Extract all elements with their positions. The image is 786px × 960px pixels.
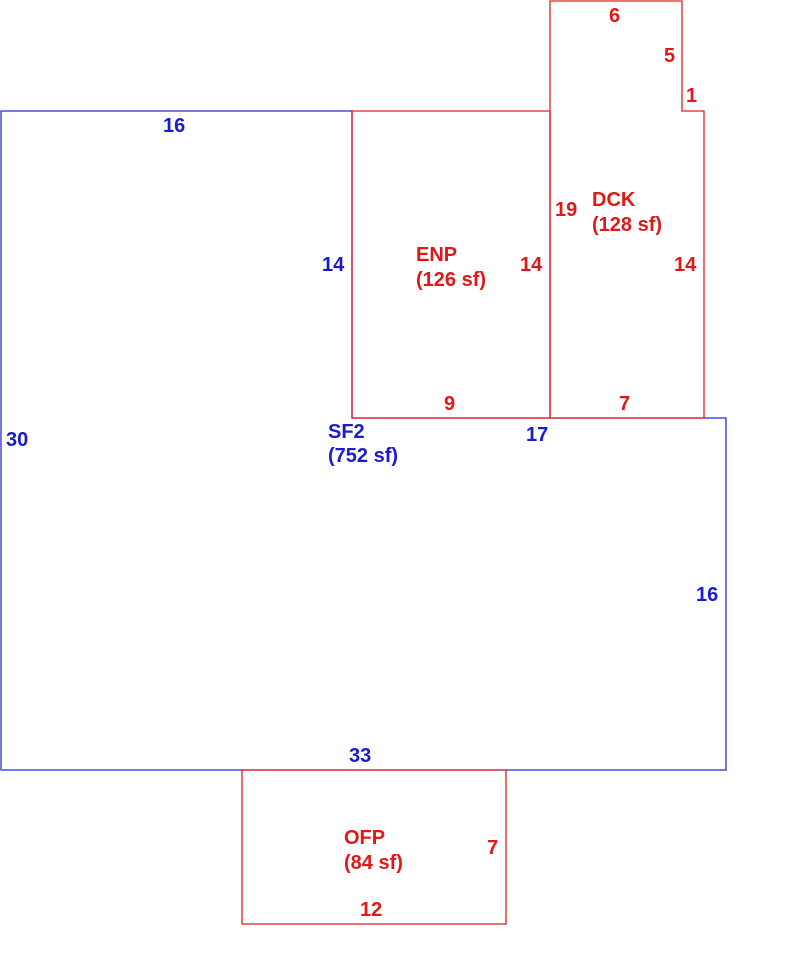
dim-sf2-step: 17 <box>526 424 548 446</box>
dim-dck-angled: 5 <box>664 45 675 67</box>
dim-sf2-left: 30 <box>6 429 28 451</box>
dim-ofp-bottom: 12 <box>360 899 382 921</box>
dim-dck-left: 19 <box>555 199 577 221</box>
dim-ofp-right: 7 <box>487 837 498 859</box>
ofp-area-label: (84 sf) <box>344 852 403 874</box>
sf2-area-label: (752 sf) <box>328 445 398 467</box>
enp-code-label: ENP <box>416 244 457 266</box>
dim-sf2-inner-vertical: 14 <box>322 254 345 276</box>
dck-code-label: DCK <box>592 189 636 211</box>
dim-sf2-top: 16 <box>163 115 185 137</box>
dim-enp-right: 14 <box>520 254 543 276</box>
sf2-code-label: SF2 <box>328 421 365 443</box>
dck-outline <box>549 0 705 419</box>
ofp-code-label: OFP <box>344 827 385 849</box>
dim-enp-bottom: 9 <box>444 393 455 415</box>
dim-dck-notch: 1 <box>686 85 697 107</box>
dim-sf2-bottom: 33 <box>349 745 371 767</box>
dck-area-label: (128 sf) <box>592 214 662 236</box>
ofp-outline <box>241 769 507 925</box>
dim-dck-bottom: 7 <box>619 393 630 415</box>
dim-dck-right: 14 <box>674 254 697 276</box>
dim-sf2-right: 16 <box>696 584 718 606</box>
dim-dck-top: 6 <box>609 5 620 27</box>
enp-area-label: (126 sf) <box>416 269 486 291</box>
